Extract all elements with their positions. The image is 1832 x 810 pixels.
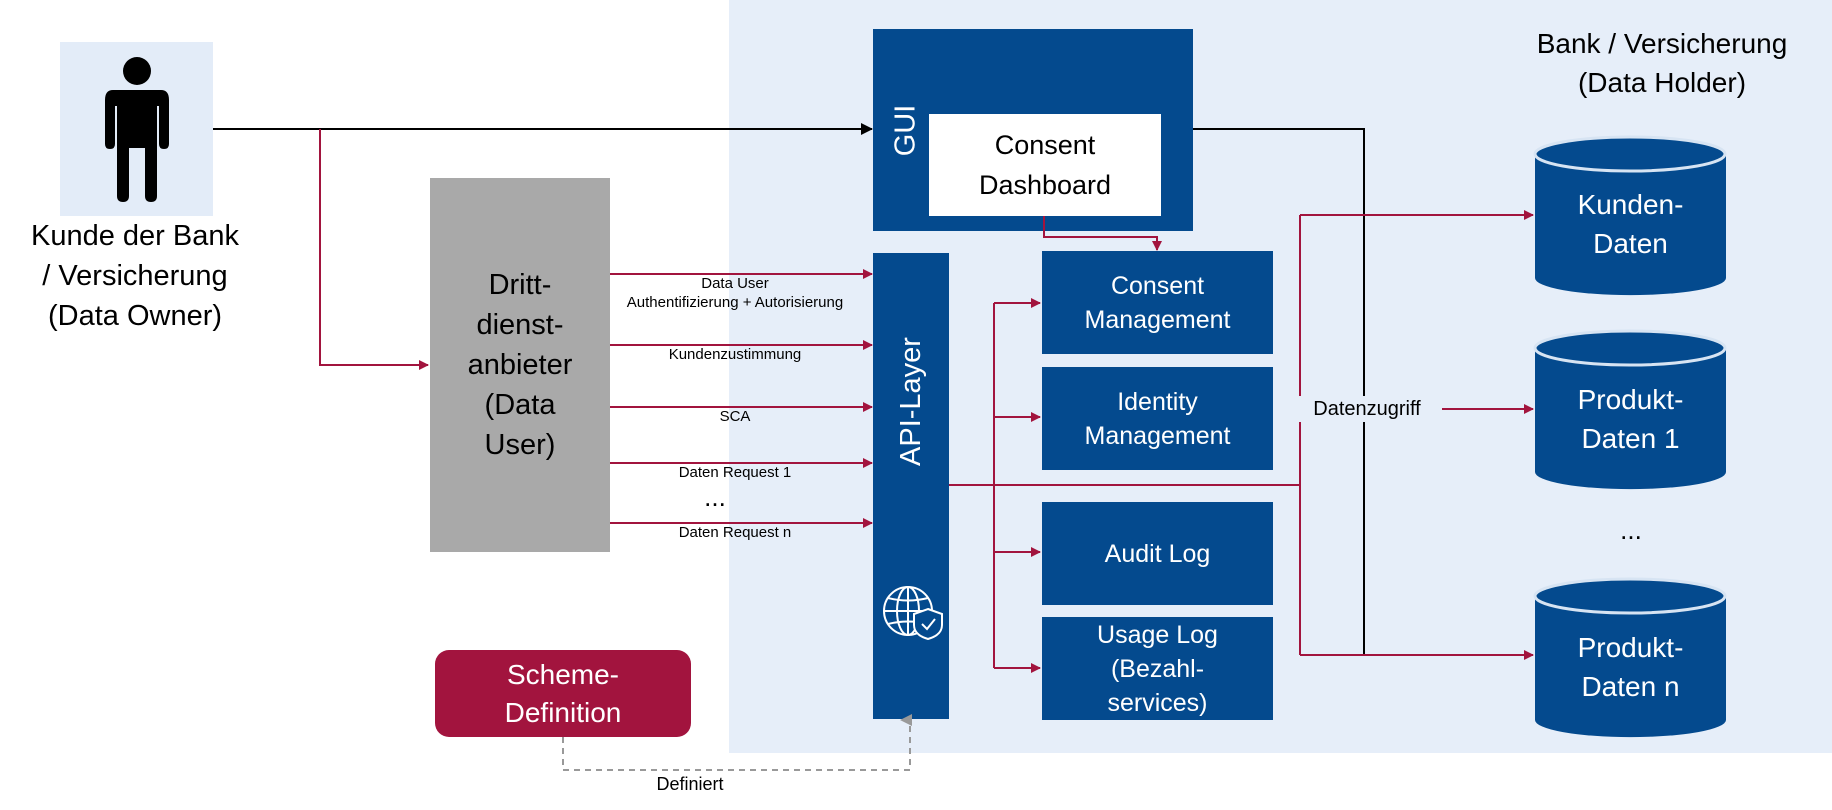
scheme-defines-arrow [562, 714, 912, 771]
usage-log-box: Usage Log (Bezahl- services) [1042, 617, 1273, 720]
data-holder-title: Bank / Versicherung (Data Holder) [1536, 28, 1788, 98]
definiert-label: Definiert [656, 774, 724, 794]
globe-shield-icon [880, 583, 946, 641]
request-sca-label: SCA [719, 408, 751, 425]
db-produkt-1-label: Produkt- Daten 1 [1577, 384, 1684, 454]
db-produkt-daten-n [1533, 577, 1727, 738]
datenzugriff-label: Datenzugriff [1292, 396, 1442, 422]
data-owner-box [60, 42, 213, 216]
db-produkt-daten-1 [1533, 329, 1727, 490]
identity-management-box: Identity Management [1042, 367, 1273, 470]
data-user-box: Dritt- dienst- anbieter (Data User) [430, 178, 610, 552]
owner-to-data-user-arrow [319, 129, 429, 370]
scheme-definition-box: Scheme- Definition [435, 650, 691, 737]
request-consent-label: Kundenzustimmung [668, 346, 802, 363]
db-kunden-daten [1533, 135, 1727, 296]
db-ellipsis: ... [1620, 515, 1642, 545]
request-ellipsis: ... [704, 482, 726, 512]
request-n-label: Daten Request n [678, 524, 792, 541]
consent-management-box: Consent Management [1042, 251, 1273, 354]
person-icon [104, 57, 169, 202]
request-1-label: Daten Request 1 [678, 464, 792, 481]
data-owner-label: Kunde der Bank / Versicherung (Data Owne… [31, 220, 239, 332]
consent-dashboard: Consent Dashboard [929, 114, 1161, 216]
db-produkt-n-label: Produkt- Daten n [1577, 632, 1684, 702]
api-layer-box [873, 253, 949, 719]
audit-log-box: Audit Log [1042, 502, 1273, 605]
gui-to-data-line [1193, 128, 1365, 655]
db-kunden-label: Kunden- Daten [1577, 189, 1684, 259]
request-auth-label: Data User Authentifizierung + Autorisier… [626, 275, 844, 311]
dashboard-to-consent-arrow [1043, 216, 1162, 251]
